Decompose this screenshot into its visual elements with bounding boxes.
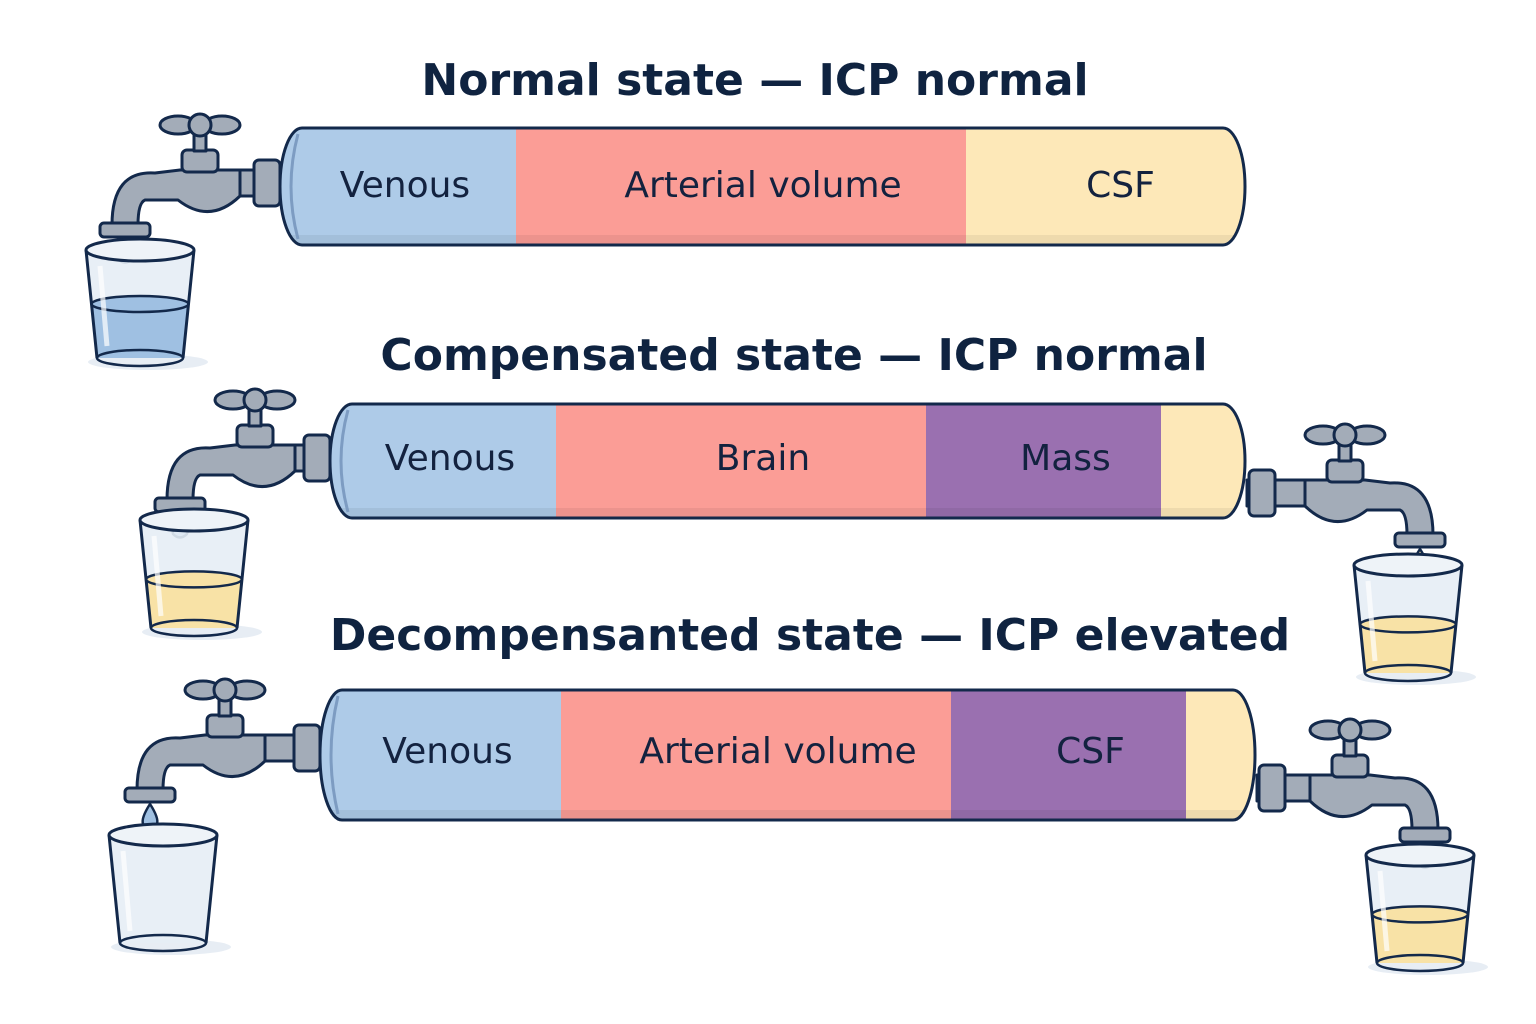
tube-segment-venous <box>330 404 584 518</box>
glass-liquid <box>1372 914 1468 963</box>
faucet-connector <box>1247 468 1277 518</box>
glass-liquid <box>146 579 242 628</box>
segment-label: Venous <box>340 165 470 206</box>
glass-icon-right-1 <box>1352 552 1476 685</box>
segment-label: Venous <box>385 438 515 479</box>
faucet-body <box>110 168 242 227</box>
faucet-spout <box>1393 531 1447 549</box>
glass-base <box>1375 953 1465 973</box>
faucet-body <box>165 443 297 502</box>
tube-segment-venous <box>320 690 589 820</box>
tube-shadow <box>330 508 1245 518</box>
segment-label: Venous <box>382 731 512 772</box>
glass-icon-left-0 <box>84 237 208 370</box>
tube-segment-csf <box>1161 404 1245 518</box>
tube-segment-csf <box>966 128 1245 245</box>
glass-base <box>149 618 239 638</box>
faucet-icon-right-1 <box>1245 422 1447 574</box>
glass-icon-left-2 <box>107 822 231 955</box>
faucet-connector <box>252 158 282 208</box>
faucet-connector <box>302 433 332 483</box>
faucet-icon-left-0 <box>98 112 282 264</box>
tube-segment-arterial <box>556 404 954 518</box>
glass-base <box>95 348 185 368</box>
segment-label: Arterial volume <box>624 165 901 206</box>
faucet-icon-right-2 <box>1255 717 1452 869</box>
glass-sides <box>107 834 219 944</box>
faucet-handle-knob <box>1332 422 1358 448</box>
tube-0: Venous Arterial volume CSF <box>278 126 1247 247</box>
tube-segment-mass <box>926 404 1189 518</box>
faucet-spout <box>98 221 152 239</box>
glass-icon-right-2 <box>1364 842 1488 975</box>
faucet-bonnet <box>1330 753 1370 779</box>
glass-sides <box>1364 854 1476 964</box>
tube-2: Venous Arterial volume CSF <box>318 688 1257 822</box>
tube-rim <box>339 409 350 513</box>
glass-base <box>118 933 208 953</box>
tube-shadow <box>320 810 1255 820</box>
faucet-spout <box>1398 826 1452 844</box>
faucet-handle-knob <box>212 677 238 703</box>
panel-title-normal: Normal state — ICP normal <box>421 55 1088 106</box>
faucet-bonnet <box>1325 458 1365 484</box>
glass-rim <box>84 237 196 263</box>
tube-segment-venous <box>280 128 544 245</box>
glass-rim <box>107 822 219 848</box>
segment-label: Brain <box>716 438 810 479</box>
glass-rim <box>138 507 250 533</box>
faucet-connector <box>1257 763 1287 813</box>
tube-rim <box>289 133 300 240</box>
faucet-icon-left-2 <box>123 677 322 829</box>
tube-shadow <box>280 235 1245 245</box>
glass-rim <box>1364 842 1476 868</box>
faucet-handle-knob <box>242 387 268 413</box>
faucet-bonnet <box>180 148 220 174</box>
panel-title-compensated: Compensated state — ICP normal <box>380 330 1207 381</box>
segment-label: CSF <box>1056 731 1125 772</box>
faucet-connector <box>292 723 322 773</box>
tube-rim <box>329 695 340 815</box>
glass-icon-left-1 <box>138 507 262 640</box>
segment-label: CSF <box>1086 165 1155 206</box>
glass-sides <box>84 249 196 359</box>
tube-segment-arterial <box>516 128 994 245</box>
glass-highlight <box>1377 870 1390 952</box>
glass-sides <box>1352 564 1464 674</box>
faucet-handle-knob <box>1337 717 1363 743</box>
tube-1: Venous Brain Mass <box>328 402 1247 520</box>
glass-highlight <box>151 535 164 617</box>
faucet-bonnet <box>235 423 275 449</box>
segment-label: Mass <box>1020 438 1111 479</box>
glass-sides <box>138 519 250 629</box>
glass-rim <box>1352 552 1464 578</box>
tube-segment-mass <box>951 690 1214 820</box>
faucet-spout <box>123 786 177 804</box>
tube-segment-arterial <box>561 690 979 820</box>
glass-highlight <box>97 265 110 347</box>
glass-highlight <box>1365 580 1378 662</box>
glass-liquid <box>1360 624 1456 673</box>
faucet-body <box>135 733 267 792</box>
faucet-body <box>1308 773 1440 832</box>
faucet-body <box>1303 478 1435 537</box>
panel-title-decompensated: Decompensanted state — ICP elevated <box>330 610 1290 661</box>
tube-segment-csf <box>1186 690 1255 820</box>
glass-liquid <box>91 304 189 358</box>
glass-base <box>1363 663 1453 683</box>
glass-body <box>109 835 217 943</box>
segment-label: Arterial volume <box>639 731 916 772</box>
faucet-bonnet <box>205 713 245 739</box>
glass-highlight <box>120 850 133 932</box>
faucet-handle-knob <box>187 112 213 138</box>
